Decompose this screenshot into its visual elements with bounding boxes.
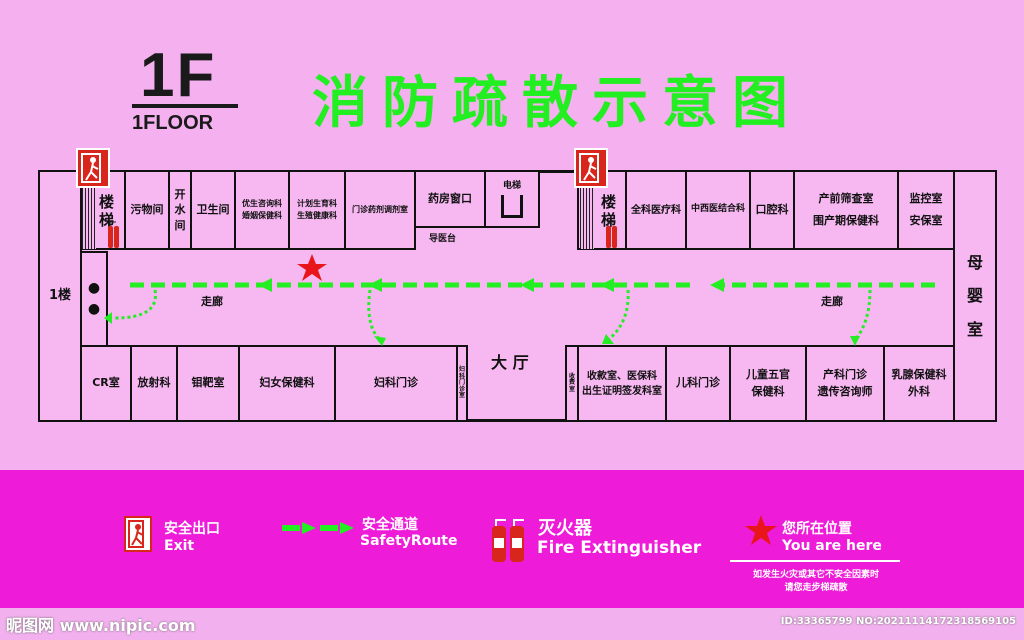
door-icon: ●●	[87, 280, 101, 317]
you-are-here-star	[297, 254, 327, 281]
footer-site: 昵图网 www.nipic.com	[6, 616, 196, 635]
exit-legend-en: Exit	[164, 538, 195, 554]
room-radiology: 放射科	[130, 345, 178, 422]
room-pharmacy-window: 药房窗口	[414, 170, 486, 228]
stairs-right-label: 楼梯	[601, 193, 617, 229]
room-pharmacy-mix: 门诊药剂调剂室	[344, 170, 416, 250]
extinguisher-legend-en: Fire Extinguisher	[537, 538, 702, 558]
exit-legend-cn: 安全出口	[164, 521, 220, 537]
room-women: 妇女保健科	[238, 345, 336, 422]
room-toilet: 卫生间	[190, 170, 236, 250]
floor-label: 1FLOOR	[132, 112, 214, 134]
room-cr: CR室	[80, 345, 132, 422]
extinguisher-legend-icon	[488, 516, 528, 568]
evacuation-route	[104, 254, 935, 346]
room-molybdenum: 钼靶室	[176, 345, 240, 422]
room-monitor: 监控室 安保室	[897, 170, 955, 250]
room-maternal: 母 婴 室	[953, 170, 997, 422]
left-door-block: ●●	[80, 251, 108, 347]
page-title: 消防疏散示意图	[312, 71, 802, 136]
here-legend-en: You are here	[782, 538, 882, 554]
room-child-ent: 儿童五官 保健科	[729, 345, 807, 422]
room-prenatal: 产前筛查室 围产期保健科	[793, 170, 899, 250]
room-cashier: 收款室、医保科 出生证明签发科室	[577, 345, 667, 422]
room-dental: 口腔科	[749, 170, 795, 250]
route-legend-cn: 安全通道	[362, 517, 418, 533]
floor-plan: 1楼 ●● 楼梯 污物间 开水间 卫生间 优生咨询科 婚姻保健科 计划生育科 生…	[38, 170, 997, 422]
room-elevator: 电梯	[484, 170, 540, 228]
first-floor-area: 1楼	[38, 170, 82, 422]
guide-desk-label: 导医台	[429, 234, 457, 244]
room-obstetric: 产科门诊 遗传咨询师	[805, 345, 885, 422]
exit-legend-icon	[124, 516, 152, 552]
stairs-left-icon	[82, 187, 96, 249]
warning-text: 如发生火灾或其它不安全因素时 请您走步梯疏散	[752, 570, 879, 593]
footer-id: ID:33365799 NO:20211114172318569105	[780, 616, 1016, 627]
exit-sign-left	[76, 148, 110, 188]
room-gyn: 妇科门诊	[334, 345, 458, 422]
star-legend-icon	[745, 515, 777, 545]
extinguisher-icon	[106, 220, 120, 250]
here-legend-cn: 您所在位置	[782, 521, 852, 537]
room-tcm: 中西医结合科	[685, 170, 751, 250]
floor-divider	[132, 104, 238, 108]
corridor-label-left: 走廊	[201, 295, 223, 308]
room-gyn-small: 妇科门诊室	[456, 345, 468, 422]
route-legend-icon	[282, 522, 354, 534]
stairs-right-icon	[580, 187, 594, 249]
route-legend-en: SafetyRoute	[360, 533, 458, 549]
corridor-label-right: 走廊	[821, 295, 843, 308]
exit-sign-right	[574, 148, 608, 188]
room-breast: 乳腺保健科 外科	[883, 345, 955, 422]
extinguisher-legend-cn: 灭火器	[538, 518, 592, 539]
hall-label: 大 厅	[491, 353, 529, 372]
floor-number: 1F	[140, 41, 217, 110]
legend-divider	[730, 560, 900, 562]
extinguisher-icon	[604, 220, 618, 250]
footer-bar: 昵图网 www.nipic.com ID:33365799 NO:2021111…	[0, 608, 1024, 640]
elevator-icon	[501, 195, 523, 219]
